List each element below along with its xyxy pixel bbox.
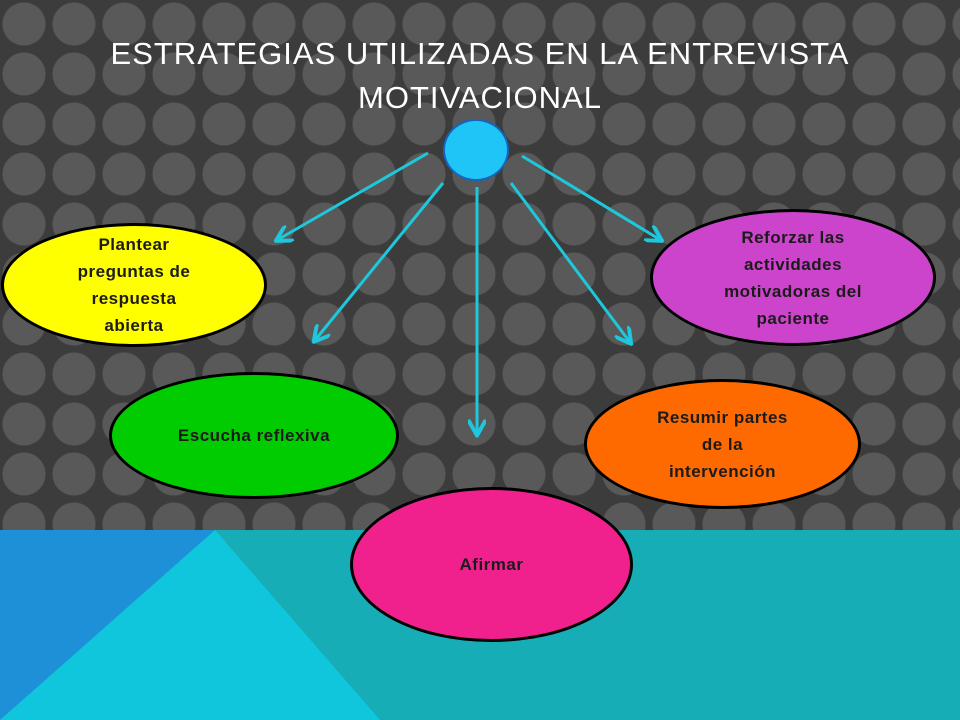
node-plantear-line-1: Plantear [98,235,170,254]
node-reforzar-line-3: motivadoras del [724,281,862,301]
arrow-to-plantear [279,151,429,239]
node-escucha-line-1: Escucha reflexiva [177,426,331,445]
node-afirmar: Afirmar [350,487,633,642]
slide-title: ESTRATEGIAS UTILIZADAS EN LA ENTREVISTA … [60,32,900,120]
node-plantear-preguntas: Plantear preguntas de respuesta abierta [1,223,267,347]
title-line-2: MOTIVACIONAL [358,80,602,115]
node-reforzar-line-4: paciente [756,308,830,328]
arrow-to-resumir [509,182,629,341]
node-plantear-line-3: respuesta [91,289,177,308]
node-reforzar-line-2: actividades [743,254,843,274]
node-escucha-reflexiva: Escucha reflexiva [109,372,399,499]
arrow-to-escucha [316,182,445,339]
title-line-1: ESTRATEGIAS UTILIZADAS EN LA ENTREVISTA [110,36,850,71]
node-resumir-partes: Resumir partes de la intervención [584,379,861,509]
node-reforzar-actividades: Reforzar las actividades motivadoras del… [650,209,936,346]
node-afirmar-line-1: Afirmar [459,555,524,574]
node-reforzar-line-1: Reforzar las [741,227,845,247]
node-plantear-line-2: preguntas de [77,262,191,281]
central-hub-circle [443,119,509,181]
node-plantear-line-4: abierta [104,316,164,335]
arrow-to-reforzar [521,154,659,239]
node-resumir-line-2: de la [701,434,744,454]
floor-panel [0,530,960,720]
node-resumir-line-1: Resumir partes [657,407,788,427]
node-resumir-line-3: intervención [668,461,777,481]
